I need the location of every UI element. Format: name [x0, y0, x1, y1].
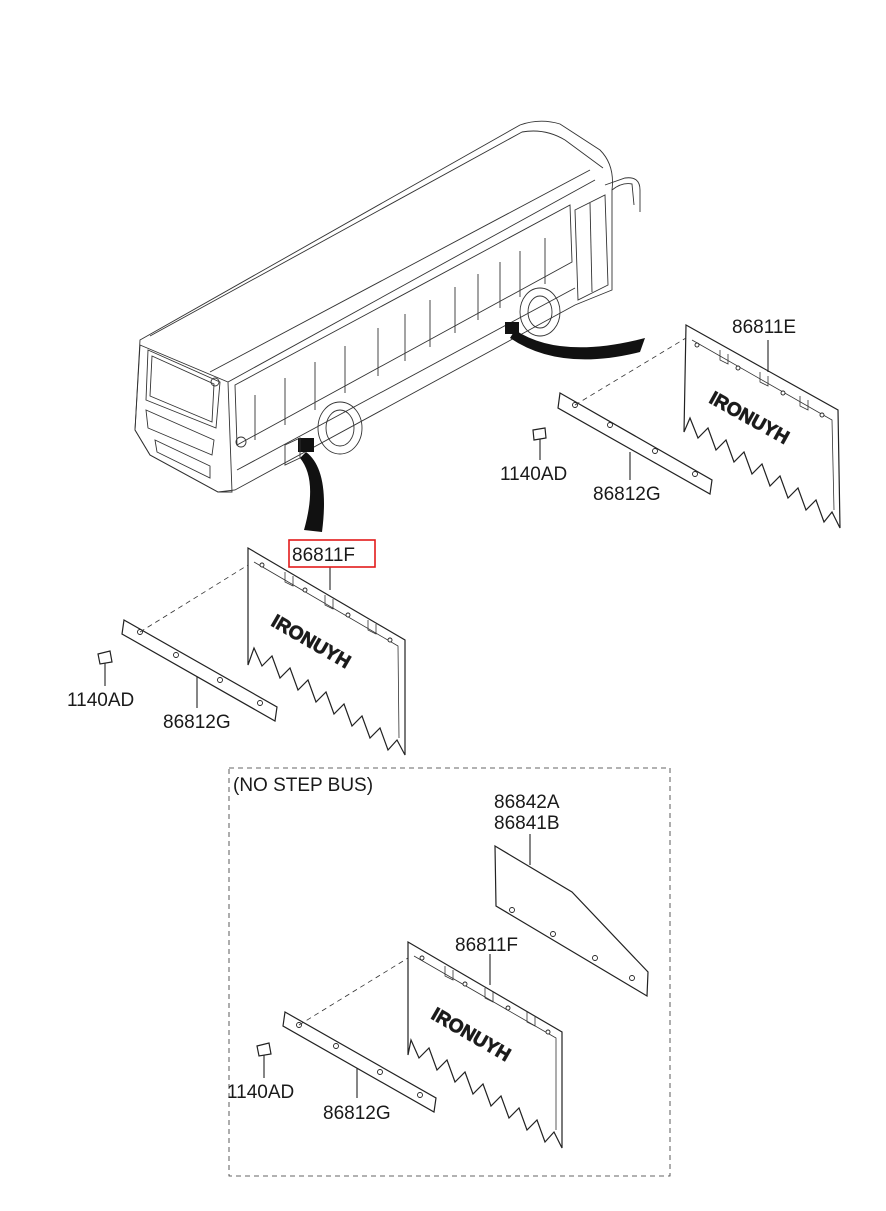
label-86811F-nostep: 86811F — [455, 935, 518, 956]
label-1140AD-mid: 1140AD — [67, 690, 134, 711]
nostep-title: (NO STEP BUS) — [233, 775, 373, 796]
panel-86842A-86841B[interactable] — [494, 844, 649, 998]
bus-illustration — [134, 120, 645, 532]
assembly-rear-left: IRONUYH 86811F 1140AD 86812G — [67, 539, 406, 756]
label-86812G-nostep: 86812G — [323, 1103, 391, 1124]
nostep-bus-section: (NO STEP BUS) 86842A 86841B IRONUYH 8681… — [227, 767, 671, 1177]
mud-flap-86811F-nostep[interactable] — [407, 940, 563, 1149]
bracket-86812G-top[interactable] — [557, 392, 713, 495]
label-86811E: 86811E — [732, 317, 796, 338]
label-86841B: 86841B — [494, 813, 560, 834]
mud-flap-86811F[interactable] — [247, 546, 406, 756]
bracket-86812G-nostep[interactable] — [282, 1011, 437, 1113]
assembly-rear-right: IRONUYH 86811E 1140AD 86812G — [500, 317, 841, 529]
label-86842A: 86842A — [494, 792, 560, 813]
label-86812G-mid: 86812G — [163, 712, 231, 733]
label-1140AD-top: 1140AD — [500, 464, 567, 485]
label-86811F-highlight[interactable]: 86811F — [292, 545, 355, 566]
mud-flap-86811E[interactable] — [683, 323, 841, 529]
bolt-1140AD-top[interactable] — [532, 427, 547, 460]
label-86812G-top: 86812G — [593, 484, 661, 505]
bolt-1140AD-mid[interactable] — [97, 650, 113, 686]
bolt-1140AD-nostep[interactable] — [256, 1042, 272, 1078]
bracket-86812G-mid[interactable] — [121, 619, 278, 722]
highlight-box — [288, 539, 376, 568]
label-1140AD-nostep: 1140AD — [227, 1082, 294, 1103]
